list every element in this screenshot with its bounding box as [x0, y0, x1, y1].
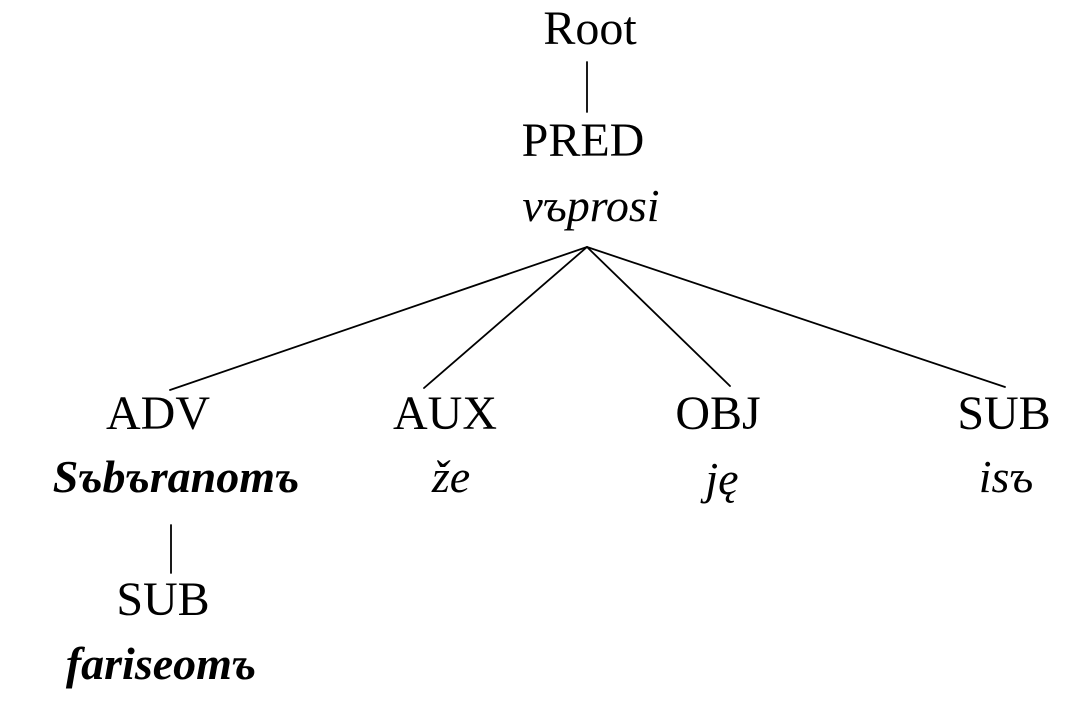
- node-aux-label: AUX: [393, 387, 497, 440]
- edge-pred-aux: [423, 246, 588, 389]
- node-sub-word: isъ: [978, 451, 1034, 502]
- node-pred-word: vъprosi: [522, 180, 660, 231]
- node-adv-word: Sъbъranomъ: [52, 451, 300, 502]
- edge-pred-obj: [586, 246, 731, 387]
- node-obj-word: ję: [705, 453, 739, 504]
- node-aux-word: že: [431, 451, 471, 502]
- node-sub-label: SUB: [957, 387, 1051, 440]
- node-root-label: Root: [543, 2, 637, 55]
- edge-pred-adv: [169, 246, 588, 391]
- node-pred-label: PRED: [521, 114, 645, 167]
- node-adv-label: ADV: [106, 387, 210, 440]
- node-adv-sub-word: fariseomъ: [65, 638, 257, 689]
- node-obj-label: OBJ: [675, 387, 761, 440]
- node-adv-sub-label: SUB: [116, 573, 210, 626]
- edge-pred-sub: [586, 246, 1006, 388]
